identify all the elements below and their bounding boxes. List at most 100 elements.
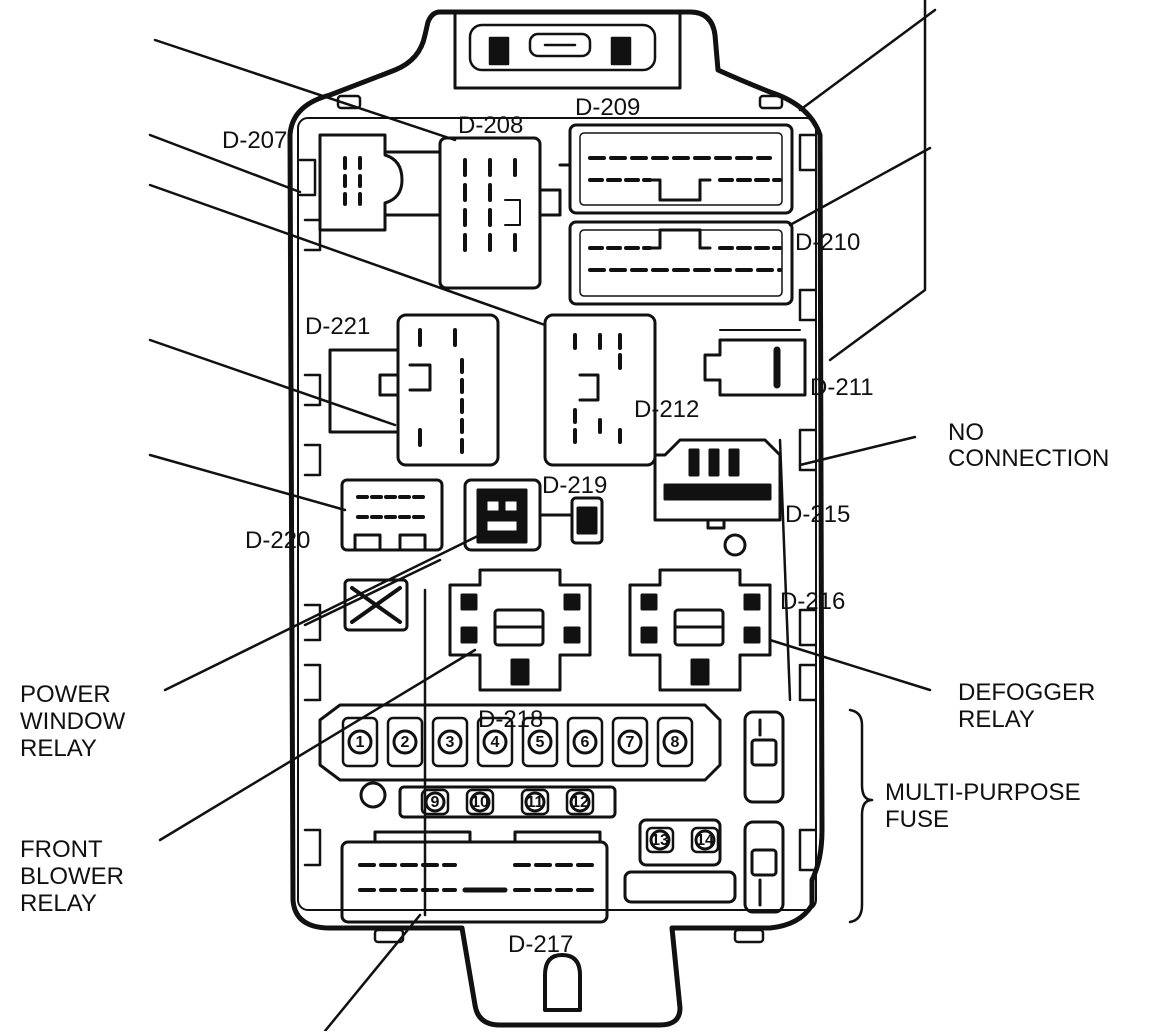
- fuse-block-d218: [318, 703, 722, 782]
- connector-d209: [558, 123, 794, 215]
- fuse-holder: [521, 716, 559, 768]
- fuse-number: 13: [651, 832, 669, 849]
- label-d216: D-216: [780, 588, 845, 615]
- callout-line: MULTI-PURPOSE: [885, 779, 1081, 806]
- fuse-circle: [569, 791, 591, 813]
- callout-front-blower-relay: FRONT BLOWER RELAY: [20, 836, 124, 917]
- callout-line: RELAY: [958, 706, 1035, 733]
- fuse-slot: 14: [690, 826, 720, 854]
- fuse-holder: [431, 716, 469, 768]
- bottom-tab-hole: [543, 953, 582, 1012]
- fuse-slot: 4: [476, 716, 514, 768]
- fuse-circle: [524, 791, 546, 813]
- fuse-holder: [476, 716, 514, 768]
- front-blower-relay-socket: [448, 568, 592, 692]
- callout-no-connection: NO CONNECTION: [948, 419, 1109, 472]
- label-d218: D-218: [478, 706, 543, 733]
- small-fuse-set: 9 10 11 12 13 14: [420, 788, 720, 854]
- connector-d211: [703, 329, 807, 397]
- fuse-holder: [656, 716, 694, 768]
- fuse-holder: [341, 716, 379, 768]
- fuse-circle: [469, 791, 491, 813]
- fuse-circle: [424, 791, 446, 813]
- fuse-slot: 5: [521, 716, 559, 768]
- fuse-number: 2: [401, 734, 410, 751]
- fuse-circle: [437, 729, 463, 755]
- label-d209: D-209: [575, 94, 640, 121]
- callout-defogger-relay: DEFOGGER RELAY: [958, 679, 1095, 733]
- fuse-holder: [420, 788, 450, 816]
- connector-d219: [463, 478, 604, 552]
- fuse-circle: [482, 729, 508, 755]
- fuse-circle: [347, 729, 373, 755]
- fuse-slot: 8: [656, 716, 694, 768]
- callout-line: DEFOGGER: [958, 679, 1095, 706]
- connector-d217: [340, 830, 609, 924]
- fuse-slot: 6: [566, 716, 604, 768]
- fuse-slot: 9: [420, 788, 450, 816]
- housing-outline: [287, 9, 825, 1028]
- callout-line: RELAY: [20, 735, 97, 762]
- fuse-holder: [645, 826, 675, 854]
- callout-line: NO: [948, 419, 984, 446]
- fuse-slot: 13: [645, 826, 675, 854]
- lower-fuse-area: [359, 710, 785, 914]
- connector-d208: [438, 136, 562, 290]
- fuse-holder: [611, 716, 649, 768]
- power-window-relay-block: [343, 578, 409, 632]
- side-clips: [298, 94, 817, 944]
- fuse-slot: 11: [520, 788, 550, 816]
- callout-line: FRONT: [20, 836, 103, 863]
- top-tab: [468, 23, 657, 72]
- label-d208: D-208: [458, 112, 523, 139]
- connector-d207: [318, 133, 442, 232]
- fuse-number: 8: [671, 734, 680, 751]
- fuse-slot: 10: [465, 788, 495, 816]
- fuse-number: 11: [527, 794, 544, 811]
- fuse-slot: 1: [341, 716, 379, 768]
- fuse-holder: [386, 716, 424, 768]
- label-d212: D-212: [634, 396, 699, 423]
- callout-line: POWER: [20, 681, 111, 708]
- callout-line: FUSE: [885, 806, 949, 833]
- fuse-circle: [617, 729, 643, 755]
- fuse-number: 9: [431, 794, 440, 811]
- label-d219: D-219: [542, 472, 607, 499]
- fuse-slot: 2: [386, 716, 424, 768]
- fuse-slot: 3: [431, 716, 469, 768]
- fuse-circle: [527, 729, 553, 755]
- fuse-slot: 12: [565, 788, 595, 816]
- label-d215: D-215: [785, 501, 850, 528]
- callout-line: WINDOW: [20, 708, 126, 735]
- callout-multi-purpose-fuse: MULTI-PURPOSE FUSE: [885, 779, 1081, 833]
- fuse-circle: [392, 729, 418, 755]
- label-d210: D-210: [795, 229, 860, 256]
- multi-purpose-fuse-bracket: [848, 708, 874, 924]
- fuse-holder: [520, 788, 550, 816]
- connector-d215: [653, 438, 782, 557]
- connector-d220: [340, 478, 444, 552]
- fuse-holder: [566, 716, 604, 768]
- connector-d221: [328, 313, 500, 467]
- defogger-relay-socket: [628, 568, 772, 692]
- fuse-number: 10: [471, 794, 489, 811]
- fuse-number: 3: [446, 734, 455, 751]
- fuse-slot: 7: [611, 716, 649, 768]
- fuse-number: 6: [581, 734, 590, 751]
- fuse-number: 12: [571, 794, 589, 811]
- callout-power-window-relay: POWER WINDOW RELAY: [20, 681, 126, 762]
- fuse-holder: [565, 788, 595, 816]
- fuse-holder: [465, 788, 495, 816]
- label-d211: D-211: [810, 374, 874, 401]
- fuse-circle: [572, 729, 598, 755]
- callout-line: CONNECTION: [948, 445, 1109, 472]
- callout-line: RELAY: [20, 890, 97, 917]
- label-d221: D-221: [305, 313, 370, 340]
- connector-labels: D-207 D-208 D-209 D-210 D-211 D-212 D-21…: [222, 94, 874, 958]
- fuse-circle: [662, 729, 688, 755]
- fuse-circle: [694, 829, 716, 851]
- fuse-circle: [649, 829, 671, 851]
